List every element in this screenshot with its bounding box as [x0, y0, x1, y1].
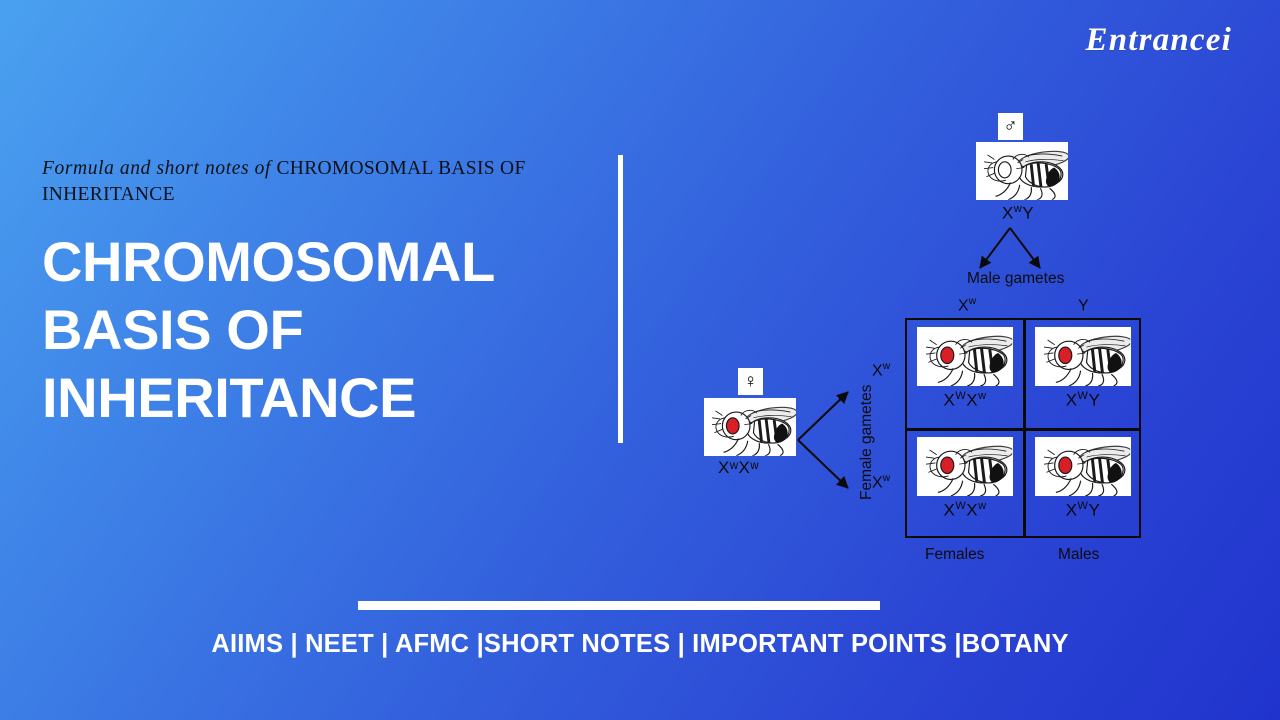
female-parent-fly-image: [704, 398, 796, 456]
fly-illustration-white-eye: [976, 142, 1068, 200]
fly-illustration-red-eye: [1035, 327, 1131, 386]
slide-eyebrow: Formula and short notes of CHROMOSOMAL B…: [42, 156, 582, 208]
female-gamete-2: Xw: [872, 472, 891, 492]
punnett-cell-2[interactable]: XWY: [1025, 320, 1141, 428]
male-geno-x: X: [1002, 203, 1014, 223]
eyebrow-italic-text: Formula and short notes of: [42, 158, 277, 179]
male-geno-y: Y: [1022, 203, 1035, 223]
male-gamete-1: Xw: [958, 295, 977, 315]
male-gametes-label: Male gametes: [967, 270, 1065, 287]
vertical-divider: [618, 155, 623, 443]
footer-tags: AIIMS | NEET | AFMC |SHORT NOTES | IMPOR…: [211, 630, 1069, 658]
diagram-arrows: [797, 227, 1041, 489]
female-symbol-box: ♀: [738, 368, 763, 395]
female-gamete-1: Xw: [872, 360, 891, 380]
fly-illustration-red-eye: [704, 398, 796, 456]
cell-1-fly-image: [917, 327, 1013, 386]
horizontal-rule: [358, 601, 880, 610]
grid-horizontal-divider: [907, 428, 1139, 431]
fly-illustration-red-eye: [917, 437, 1013, 496]
eyebrow-caps-text: CHROMOSOMAL BASIS OF INHERITANCE: [42, 158, 526, 205]
male-parent-fly-image: [976, 142, 1068, 200]
brand-logo: Entrancei: [1085, 22, 1232, 58]
cell-4-fly-image: [1035, 437, 1131, 496]
page-title: CHROMOSOMAL BASIS OF INHERITANCE: [42, 230, 494, 429]
punnett-square-diagram: ♂ XwY Male gametes Xw Y ♀ XʷXʷ: [680, 100, 1200, 580]
punnett-cell-3[interactable]: XWXw: [907, 430, 1023, 538]
cell-3-fly-image: [917, 437, 1013, 496]
male-geno-sup: w: [1013, 203, 1023, 215]
fly-illustration-red-eye: [917, 327, 1013, 386]
punnett-cell-4[interactable]: XWY: [1025, 430, 1141, 538]
fly-illustration-red-eye: [1035, 437, 1131, 496]
punnett-grid: XWXw XWY: [905, 318, 1141, 538]
male-gamete-2: Y: [1078, 297, 1089, 315]
male-parent-genotype: XwY: [1002, 203, 1034, 224]
column-label-females: Females: [925, 546, 985, 563]
female-sex-icon: ♀: [743, 371, 758, 392]
cell-3-genotype: XWXw: [943, 500, 987, 520]
male-sex-icon: ♂: [1003, 116, 1018, 137]
punnett-cell-1[interactable]: XWXw: [907, 320, 1023, 428]
cell-1-genotype: XWXw: [943, 390, 987, 410]
cell-2-fly-image: [1035, 327, 1131, 386]
cell-2-genotype: XWY: [1065, 390, 1101, 410]
male-symbol-box: ♂: [998, 113, 1023, 140]
cell-4-genotype: XWY: [1065, 500, 1101, 520]
female-parent-genotype: XʷXʷ: [718, 458, 760, 477]
column-label-males: Males: [1058, 546, 1100, 563]
